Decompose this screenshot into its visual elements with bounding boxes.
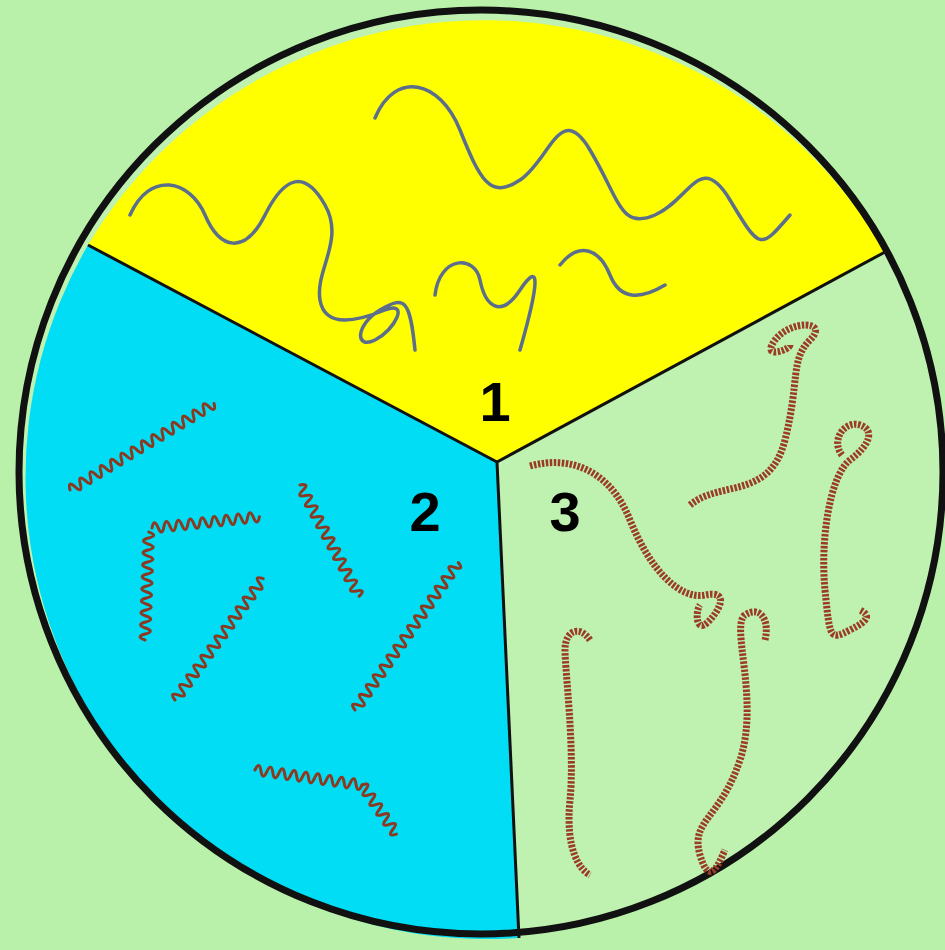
- spirochete: [824, 424, 869, 635]
- spirochete: [358, 782, 401, 837]
- divider-line: [497, 252, 885, 462]
- spirochete: [67, 399, 216, 494]
- cyan-sector: [25, 245, 519, 939]
- spirochete: [254, 765, 362, 790]
- loose-spirals: [130, 87, 790, 350]
- spirochete: [698, 612, 766, 872]
- spirochete: [296, 483, 364, 599]
- callout-number: 1: [479, 374, 510, 430]
- spirochete: [565, 631, 590, 875]
- spirochete: [375, 87, 790, 240]
- spirochete: [140, 532, 154, 640]
- divider-line: [497, 462, 519, 938]
- spirochete: [151, 512, 259, 533]
- spirochete: [560, 251, 665, 296]
- callout-number: 3: [549, 484, 580, 540]
- hooked-spirals: [530, 325, 869, 875]
- callout-number: 2: [409, 484, 440, 540]
- spirochete: [690, 325, 815, 505]
- tight-spirals: [67, 399, 462, 837]
- divider-line: [88, 245, 497, 462]
- spirochete: [171, 576, 267, 703]
- disc-outline: [19, 10, 943, 934]
- spirochete: [435, 263, 535, 350]
- spirochete: [351, 560, 462, 713]
- spirochete: [130, 182, 415, 350]
- spirochete: [530, 463, 720, 626]
